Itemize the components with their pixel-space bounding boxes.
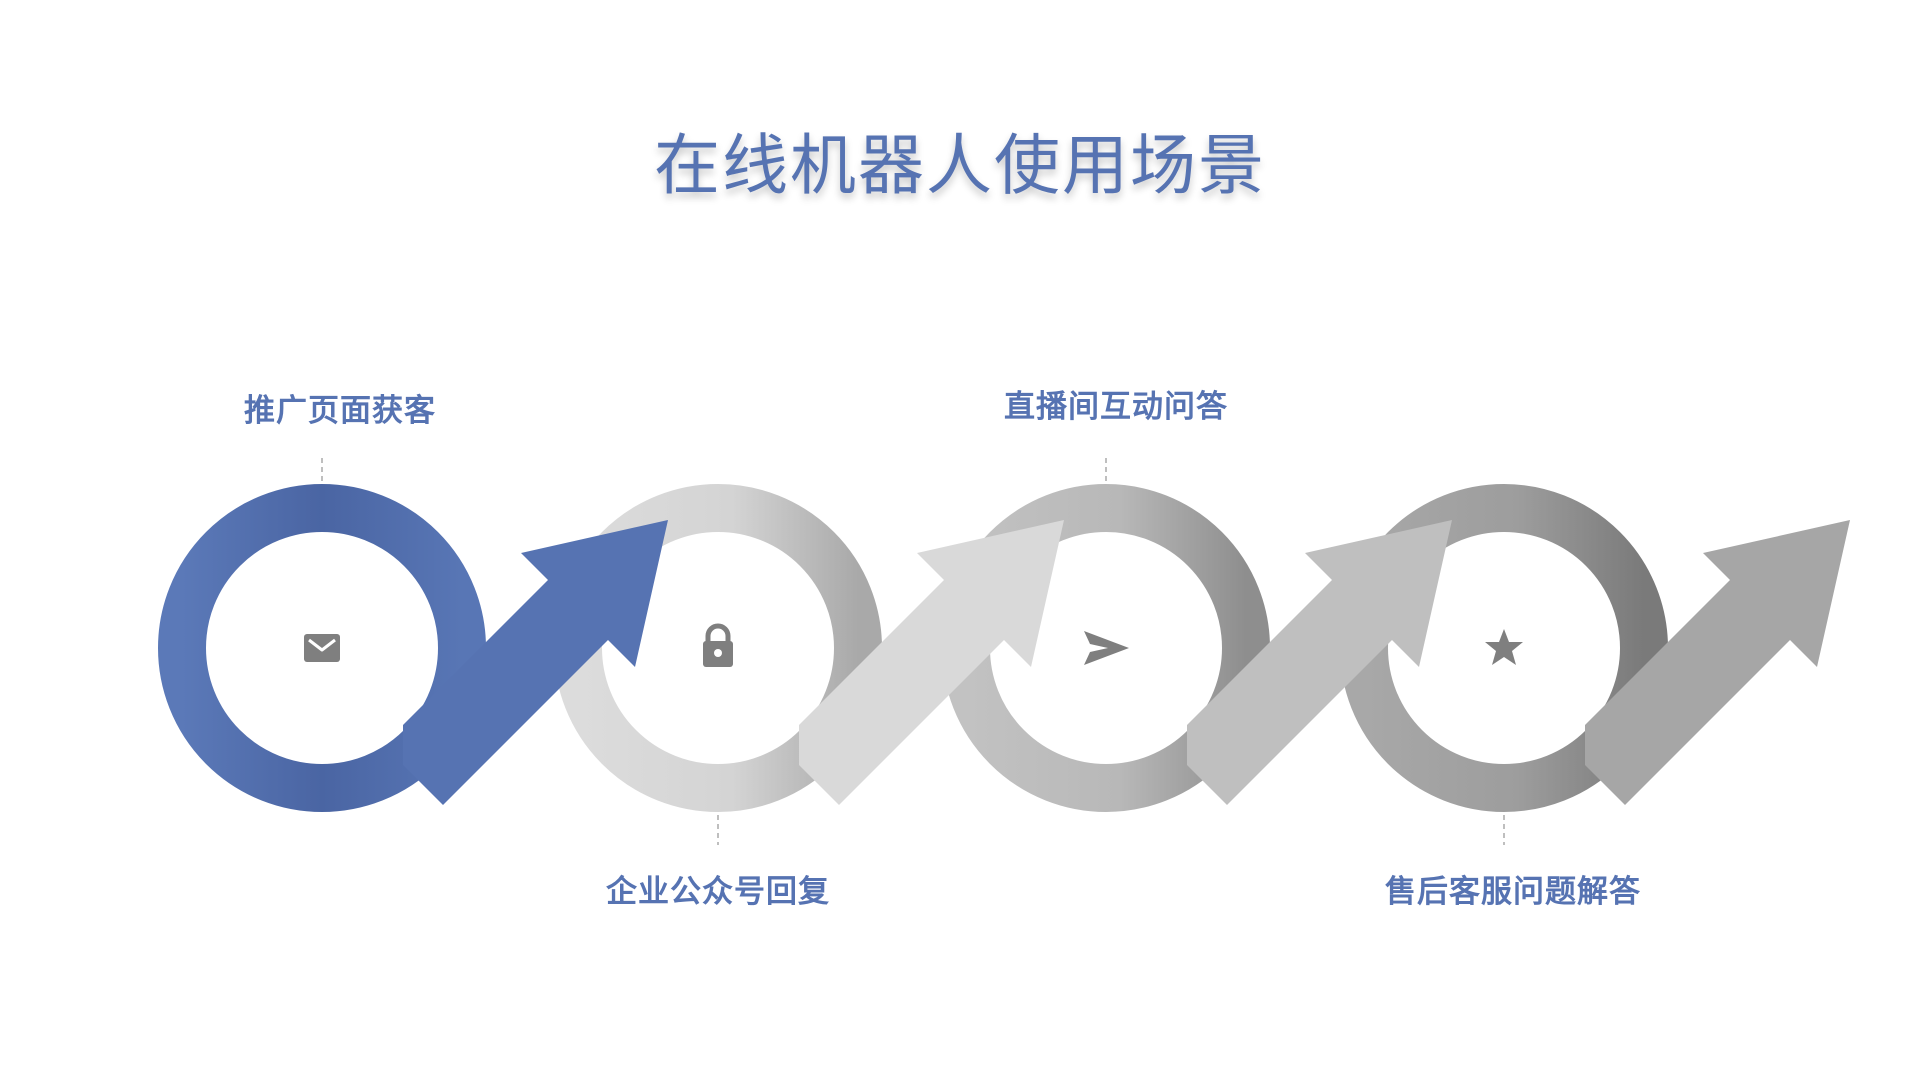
send-icon <box>1084 631 1129 665</box>
step-2-arrow <box>799 520 1064 805</box>
step-1 <box>158 458 668 812</box>
step-3-arrow <box>1187 520 1452 805</box>
step-1-ring <box>158 484 486 812</box>
lock-icon <box>703 623 733 667</box>
slide-title: 在线机器人使用场景 <box>654 127 1266 204</box>
star-icon <box>1485 629 1523 665</box>
step-4-label: 售后客服问题解答 <box>1385 874 1641 910</box>
step-1-arrow <box>403 520 668 805</box>
step-1-label: 推广页面获客 <box>244 393 436 429</box>
mail-icon <box>304 634 340 662</box>
step-2-label: 企业公众号回复 <box>606 874 830 910</box>
step-4-arrow <box>1585 520 1850 805</box>
step-3-label: 直播间互动问答 <box>1004 389 1228 425</box>
